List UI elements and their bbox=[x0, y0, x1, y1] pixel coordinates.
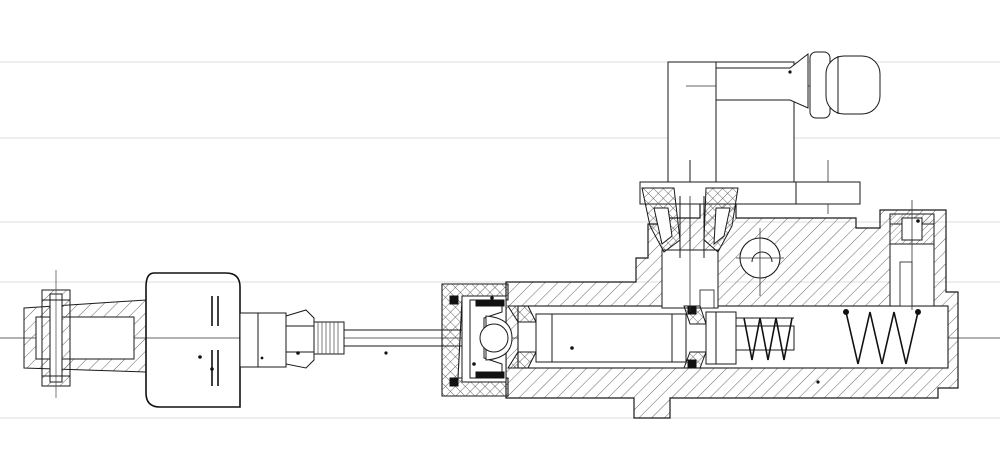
secondary-seal bbox=[683, 305, 707, 369]
large-return-spring bbox=[843, 309, 921, 365]
adjuster-shaft bbox=[239, 312, 287, 368]
reservoir-grommet bbox=[641, 187, 739, 258]
piston bbox=[535, 313, 687, 363]
spring-retainer bbox=[705, 311, 795, 365]
pushrod-housing bbox=[145, 272, 241, 408]
reservoir-base-flange bbox=[639, 181, 861, 205]
reservoir-cap bbox=[715, 51, 881, 119]
small-return-spring bbox=[736, 317, 794, 361]
clevis-fork-end bbox=[23, 270, 147, 398]
pushrod-ball-seat bbox=[479, 315, 513, 361]
lock-nut bbox=[285, 309, 315, 369]
threaded-rod bbox=[313, 321, 345, 355]
outlet-fitting bbox=[889, 200, 935, 310]
dust-boot bbox=[469, 296, 505, 379]
primary-seal bbox=[507, 305, 537, 369]
vertical-centerlines bbox=[689, 196, 784, 312]
